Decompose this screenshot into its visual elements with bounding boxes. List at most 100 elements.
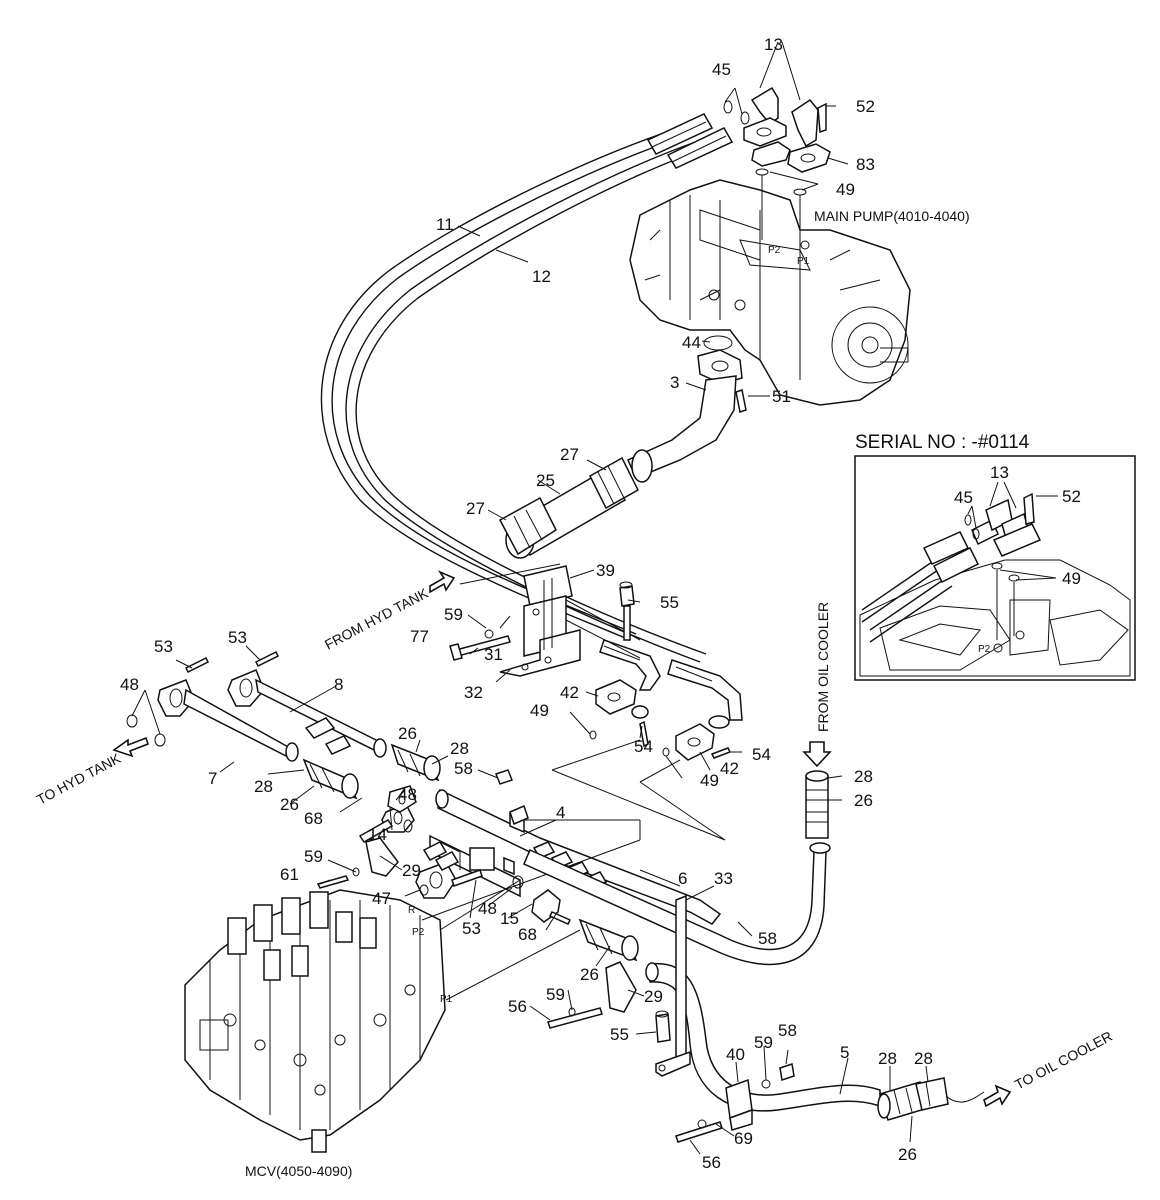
callout-54: 54 <box>634 737 653 756</box>
arrow-to-oil-cooler <box>983 1084 1012 1108</box>
callout-59: 59 <box>444 605 463 624</box>
callout-7: 7 <box>208 769 217 788</box>
inset-box <box>854 455 1136 681</box>
callout-33: 33 <box>714 869 733 888</box>
callout-53: 53 <box>462 919 481 938</box>
callout-51: 51 <box>772 387 791 406</box>
callout-14: 14 <box>368 825 387 844</box>
arrow-from-oil-cooler <box>802 741 832 768</box>
callout-32: 32 <box>464 683 483 702</box>
pump-port-p2: P2 <box>768 245 781 256</box>
pipe-6 <box>523 842 831 966</box>
coupler-26-center <box>578 918 639 962</box>
caption-mcv: MCV(4050-4090) <box>245 1163 352 1179</box>
suction-hose-25 <box>498 456 639 559</box>
callout-26: 26 <box>898 1145 917 1164</box>
callout-68: 68 <box>518 925 537 944</box>
caption-from-oil-cooler: FROM OIL COOLER <box>815 602 831 732</box>
callout-77: 77 <box>410 627 429 646</box>
caption-to-hyd-tank: TO HYD TANK <box>34 750 124 808</box>
callout-26: 26 <box>398 724 417 743</box>
callout-56: 56 <box>702 1153 721 1172</box>
leader-lines <box>131 41 985 1155</box>
mcv-block <box>184 889 446 1153</box>
clamp-39-bracket-32 <box>499 565 641 677</box>
main-pump <box>629 179 911 406</box>
callout-45: 45 <box>712 60 731 79</box>
clamp-29-lower <box>547 961 637 1029</box>
callout-27: 27 <box>560 445 579 464</box>
inset-callout-52: 52 <box>1062 487 1081 506</box>
callout-29: 29 <box>402 861 421 880</box>
suction-pipe-3 <box>627 335 747 483</box>
callout-58: 58 <box>454 759 473 778</box>
caption-main-pump: MAIN PUMP(4010-4040) <box>814 208 970 224</box>
clip-55-top <box>619 581 635 641</box>
callout-6: 6 <box>678 869 687 888</box>
callout-28: 28 <box>914 1049 933 1068</box>
callout-29: 29 <box>644 987 663 1006</box>
pump-port-p1: P1 <box>797 256 810 267</box>
callout-4: 4 <box>556 803 565 822</box>
callout-55: 55 <box>610 1025 629 1044</box>
callout-8: 8 <box>334 675 343 694</box>
callout-44: 44 <box>682 333 701 352</box>
callout-53: 53 <box>228 628 247 647</box>
bolts-53-left <box>184 650 280 674</box>
callout-56: 56 <box>508 997 527 1016</box>
couplers-28-26-right <box>877 1077 949 1121</box>
callout-3: 3 <box>670 373 679 392</box>
pipe-4-manifold <box>381 788 722 925</box>
inset-port-p2: P2 <box>978 644 991 655</box>
callout-58: 58 <box>778 1021 797 1040</box>
callout-59: 59 <box>754 1033 773 1052</box>
pump-elbow-fittings <box>723 86 831 245</box>
callout-28: 28 <box>450 739 469 758</box>
callout-11: 11 <box>436 215 454 234</box>
hose-end-fittings-lower <box>599 639 743 729</box>
callout-31: 31 <box>484 645 503 664</box>
callout-28: 28 <box>254 777 273 796</box>
callout-5: 5 <box>840 1043 849 1062</box>
inset-callout-49: 49 <box>1062 569 1081 588</box>
mcv-port-r: R <box>408 905 415 916</box>
leader-outline-lines <box>520 739 726 841</box>
callout-48: 48 <box>478 899 497 918</box>
callout-12: 12 <box>532 267 551 286</box>
callout-40: 40 <box>726 1045 745 1064</box>
callout-49: 49 <box>530 701 549 720</box>
callout-55: 55 <box>660 593 679 612</box>
callout-26: 26 <box>580 965 599 984</box>
couplers-28-26-oil-cooler <box>805 770 829 839</box>
callout-69: 69 <box>734 1129 753 1148</box>
callout-83: 83 <box>856 155 875 174</box>
flanges-42 <box>589 679 732 761</box>
inset-callout-13: 13 <box>990 463 1009 482</box>
callout-48: 48 <box>120 675 139 694</box>
callout-28: 28 <box>854 767 873 786</box>
pipe-7 <box>157 679 299 762</box>
callout-labels: 13 45 52 83 49 11 12 44 3 51 27 25 27 39… <box>120 35 1081 1172</box>
bracket-33 <box>655 894 691 1077</box>
callout-68: 68 <box>304 809 323 828</box>
pipe-8 <box>227 669 387 758</box>
arrow-from-hyd-tank <box>429 570 456 594</box>
hose-end-fittings-pump <box>646 113 734 169</box>
clamp-40 <box>675 1063 795 1143</box>
mcv-leader-lines <box>421 839 641 1001</box>
callout-42: 42 <box>720 759 739 778</box>
callout-13: 13 <box>764 35 783 54</box>
callout-54: 54 <box>752 745 771 764</box>
callout-26: 26 <box>280 795 299 814</box>
callout-49: 49 <box>700 771 719 790</box>
callout-49: 49 <box>836 180 855 199</box>
callout-39: 39 <box>596 561 615 580</box>
callout-48: 48 <box>398 785 417 804</box>
fittings-middle-row <box>495 769 608 925</box>
hose-11 <box>320 119 711 641</box>
callout-53: 53 <box>154 637 173 656</box>
callout-58: 58 <box>758 929 777 948</box>
callout-52: 52 <box>856 97 875 116</box>
arrow-to-hyd-tank <box>112 736 149 758</box>
